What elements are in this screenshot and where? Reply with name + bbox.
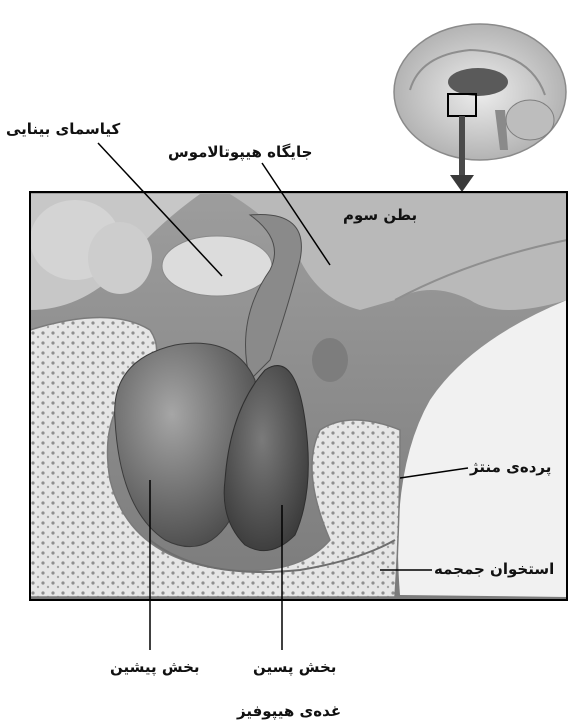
label-optic-chiasm: کیاسمای بینایی: [6, 120, 120, 138]
label-third-ventricle: بطن سوم: [343, 206, 417, 224]
label-skull-bone: استخوان جمجمه: [434, 560, 554, 578]
brain-inset: [394, 24, 566, 160]
label-posterior-lobe: بخش پسین: [253, 658, 336, 676]
main-panel: [30, 192, 567, 600]
label-hypothalamus: جایگاه هیپوتالاموس: [168, 143, 312, 161]
figure-caption: غده‌ی هیپوفیز: [237, 702, 341, 720]
label-anterior-lobe: بخش پیشین: [110, 658, 200, 676]
optic-chiasm-shape: [162, 236, 272, 296]
label-meninges: پرده‌ی منتژ: [470, 458, 551, 476]
